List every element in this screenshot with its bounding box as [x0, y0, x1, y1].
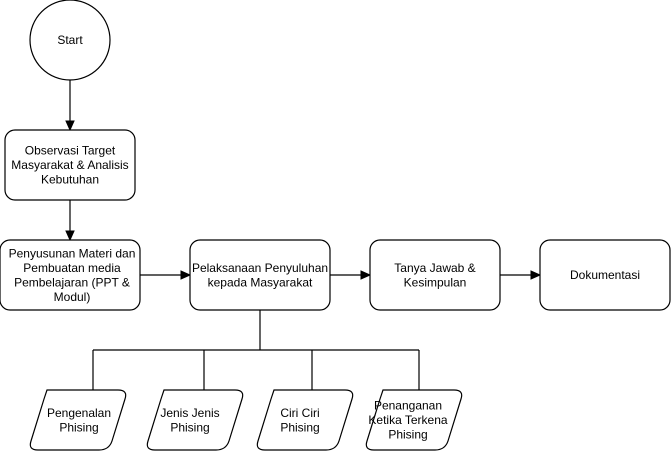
dokumentasi-label: Dokumentasi [570, 268, 640, 282]
label-line: Jenis Jenis [160, 406, 219, 420]
label-line: Dokumentasi [570, 268, 640, 282]
label-line: Penanganan [374, 399, 442, 413]
label-line: Ketika Terkena [368, 413, 447, 427]
node-start: Start [29, 0, 111, 81]
start-circle [29, 0, 111, 81]
jenis-parallelogram [146, 389, 244, 451]
label-line: Modul) [54, 290, 91, 304]
start-label: Start [57, 33, 83, 47]
label-line: Pembuatan media [23, 261, 121, 275]
arrowhead-tanya-jawab [360, 270, 372, 280]
label-line: Phising [59, 420, 98, 434]
dokumentasi-box [539, 239, 671, 311]
arrowhead-observasi [65, 120, 75, 132]
ciri-parallelogram [256, 389, 354, 451]
node-dokumentasi: Dokumentasi [539, 239, 671, 311]
label-line: Phising [280, 420, 319, 434]
label-line: Pelaksanaan Penyuluhan [192, 261, 328, 275]
label-line: Pengenalan [47, 406, 111, 420]
label-line: Pembelajaran (PPT & [14, 275, 130, 289]
label-line: Tanya Jawab & [394, 261, 475, 275]
pelaksanaan-box [189, 239, 331, 311]
pengenalan-parallelogram [29, 389, 127, 451]
observasi-box [4, 129, 136, 201]
label-line: Phising [388, 428, 427, 442]
arrowhead-penyusunan [65, 230, 75, 242]
arrowhead-dokumentasi [530, 270, 542, 280]
label-line: Ciri Ciri [280, 406, 319, 420]
node-tanya-jawab: Tanya Jawab &Kesimpulan [369, 239, 501, 311]
label-line: Start [57, 33, 83, 47]
edges [65, 80, 542, 390]
label-line: Observasi Target [25, 144, 116, 158]
label-line: Kesimpulan [404, 275, 467, 289]
label-line: Phising [170, 420, 209, 434]
label-line: kepada Masyarakat [208, 275, 313, 289]
label-line: Masyarakat & Analisis [11, 158, 128, 172]
label-line: Penyusunan Materi dan [9, 246, 136, 260]
tanya-jawab-label: Tanya Jawab &Kesimpulan [394, 261, 475, 290]
tanya-jawab-box [369, 239, 501, 311]
penanganan-parallelogram [365, 389, 463, 451]
label-line: Kebutuhan [41, 173, 99, 187]
arrowhead-pelaksanaan [180, 270, 192, 280]
penyusunan-box [0, 239, 141, 311]
